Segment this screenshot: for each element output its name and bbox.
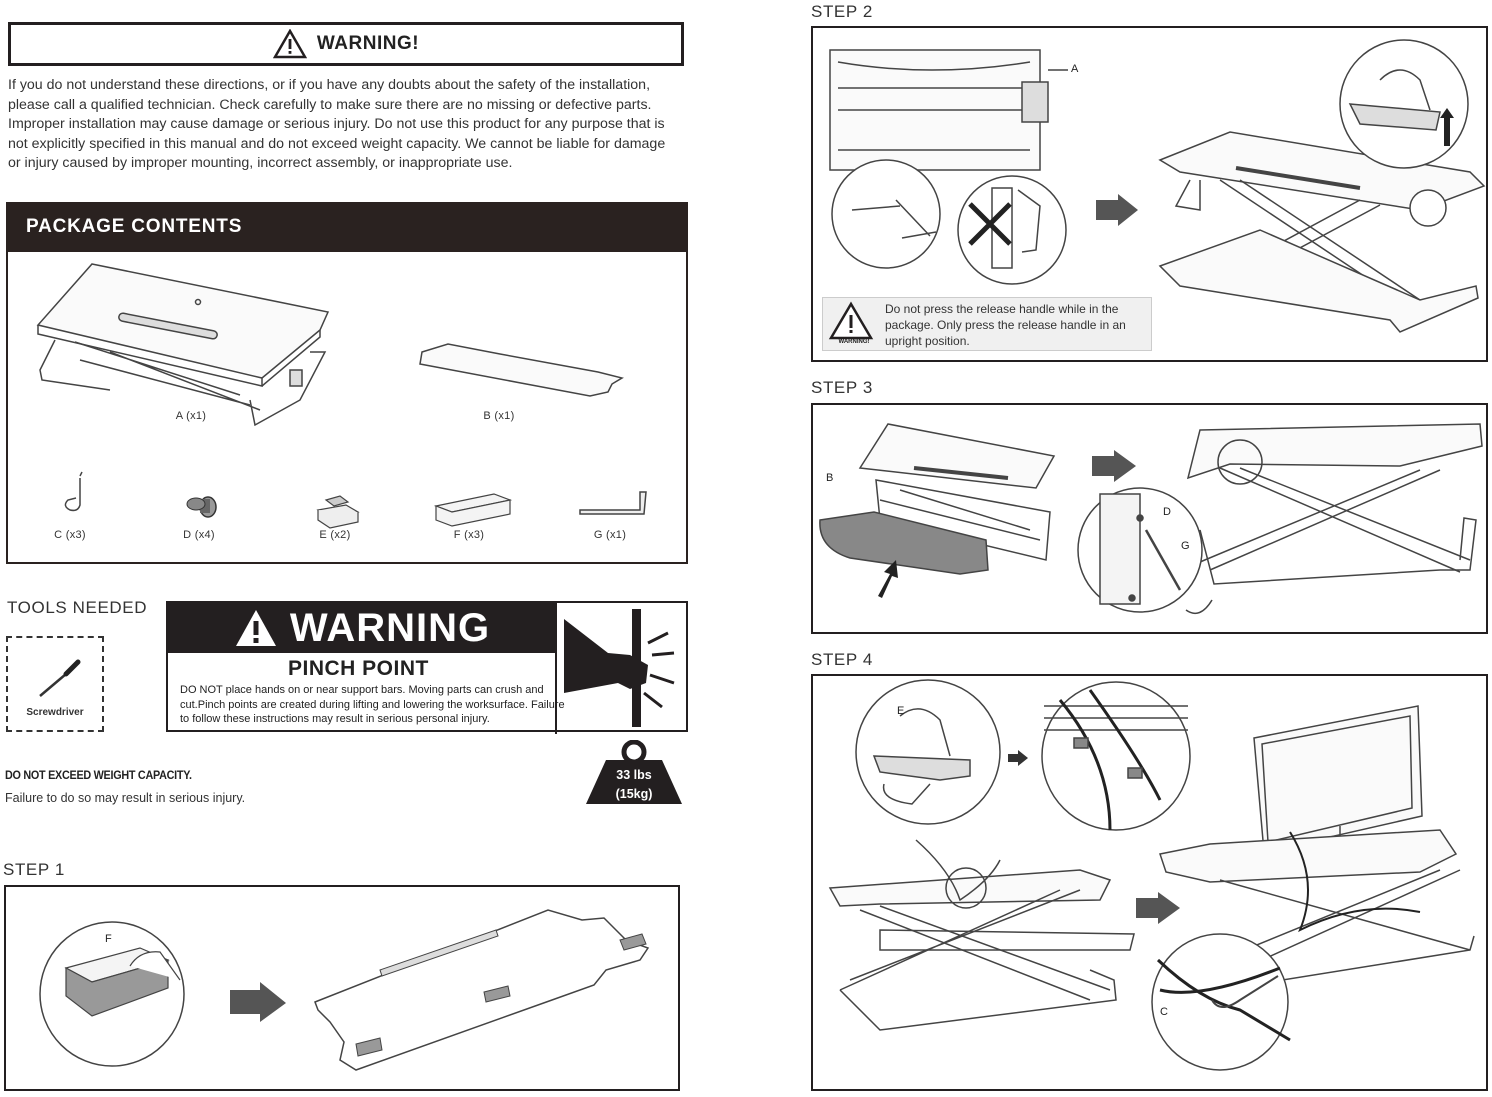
weight-icon [586,740,682,804]
tools-needed-title: TOOLS NEEDED [7,598,148,617]
step2-title: STEP 2 [811,2,873,21]
pinch-point-body: DO NOT place hands on or near support ba… [180,684,565,725]
weight-badge: 33 lbs (15kg) [584,740,684,806]
warning-body: If you do not understand these direction… [8,77,666,172]
weight-lbs: 33 lbs [616,768,652,782]
step3-label-b: B [826,472,834,484]
part-label-c: C (x3) [54,529,86,541]
step3-title: STEP 3 [811,378,873,397]
step4-panel [811,674,1488,1091]
part-e-cable-holder [316,495,360,529]
weight-capacity-title: DO NOT EXCEED WEIGHT CAPACITY. [5,768,192,782]
warning-triangle-icon [828,301,874,340]
step3-label-d: D [1163,506,1171,518]
part-c-cable-clip [64,471,83,512]
step2-panel [811,26,1488,362]
pinch-point-warning: WARNING PINCH POINT DO NOT place hands o… [166,601,688,734]
step1-panel [4,885,680,1091]
screwdriver-label: Screwdriver [26,707,84,718]
step2-warning-note: WARNING! Do not press the release handle… [822,297,1152,351]
warning-triangle-icon [272,29,307,59]
step2-warning-caption: WARNING! [838,339,870,345]
warning-header: WARNING! [8,22,684,66]
screwdriver-icon [39,659,81,697]
part-label-a: A (x1) [175,410,207,422]
step4-label-e: E [897,705,905,717]
warning-title: WARNING! [316,33,420,54]
part-d-screw [186,496,217,518]
step3-label-g: G [1181,540,1190,552]
part-a-desk-riser [36,263,330,427]
pinch-point-subtitle: PINCH POINT [288,657,429,680]
step1-label-f: F [105,933,112,945]
part-label-b: B (x1) [483,410,515,422]
weight-capacity-body: Failure to do so may result in serious i… [5,791,246,805]
part-label-e: E (x2) [319,529,351,541]
package-contents-title: PACKAGE CONTENTS [26,216,243,237]
part-g-hex-key [579,491,647,515]
step4-label-c: C [1160,1006,1168,1018]
tools-needed-box: Screwdriver [6,636,104,732]
part-label-d: D (x4) [183,529,215,541]
step4-title: STEP 4 [811,650,873,669]
weight-kg: (15kg) [615,787,653,801]
part-f-pad [433,493,513,527]
package-contents-panel [6,250,688,564]
hand-crush-icon [555,603,675,734]
package-contents-header: PACKAGE CONTENTS [6,202,688,252]
part-label-g: G (x1) [593,529,627,541]
part-b-keyboard-tray [419,343,624,397]
step2-label-a: A [1071,63,1079,75]
step2-warning-text: Do not press the release handle while in… [885,302,1126,348]
step3-panel [811,403,1488,634]
pinch-warning-title: WARNING [289,605,491,650]
step1-title: STEP 1 [3,860,65,879]
pinch-warning-bar: WARNING [168,603,556,653]
warning-triangle-icon [235,610,276,646]
part-label-f: F (x3) [453,529,485,541]
